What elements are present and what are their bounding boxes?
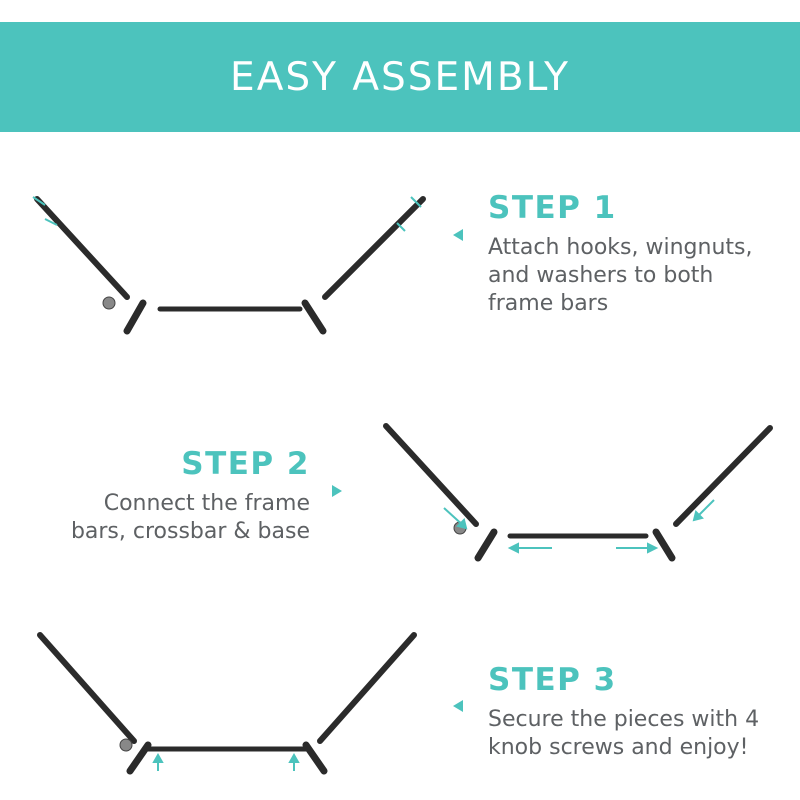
step-3-description-line: Secure the pieces with 4 bbox=[488, 707, 760, 732]
step-3-pointer-icon bbox=[453, 700, 463, 712]
step-2-description: Connect the frame bars, crossbar & base bbox=[71, 490, 310, 546]
step-1-block: STEP 1 Attach hooks, wingnuts, and washe… bbox=[488, 190, 752, 318]
step-2-pointer-icon bbox=[332, 485, 342, 497]
step-3-block: STEP 3 Secure the pieces with 4 knob scr… bbox=[488, 662, 759, 762]
step-2-description-line: Connect the frame bbox=[103, 491, 310, 516]
step-1-description-line: Attach hooks, wingnuts, bbox=[488, 235, 753, 260]
step-3-description: Secure the pieces with 4 knob screws and… bbox=[488, 706, 759, 762]
header-banner: EASY ASSEMBLY bbox=[0, 22, 800, 132]
step-1-pointer-icon bbox=[453, 229, 463, 241]
step-2-illustration bbox=[383, 423, 773, 562]
step-1-illustration bbox=[32, 196, 426, 335]
step-3-illustration bbox=[37, 632, 417, 775]
step-1-description: Attach hooks, wingnuts, and washers to b… bbox=[488, 234, 752, 318]
step-1-description-line: frame bars bbox=[488, 291, 609, 316]
step-3-description-line: knob screws and enjoy! bbox=[488, 735, 749, 760]
step-3-title: STEP 3 bbox=[488, 662, 617, 698]
step-1-title: STEP 1 bbox=[488, 190, 617, 226]
step-1-description-line: and washers to both bbox=[488, 263, 714, 288]
step-2-block: STEP 2 Connect the frame bars, crossbar … bbox=[71, 446, 310, 546]
step-2-title: STEP 2 bbox=[181, 446, 310, 482]
step-2-description-line: bars, crossbar & base bbox=[70, 519, 310, 544]
page-title: EASY ASSEMBLY bbox=[230, 54, 570, 100]
